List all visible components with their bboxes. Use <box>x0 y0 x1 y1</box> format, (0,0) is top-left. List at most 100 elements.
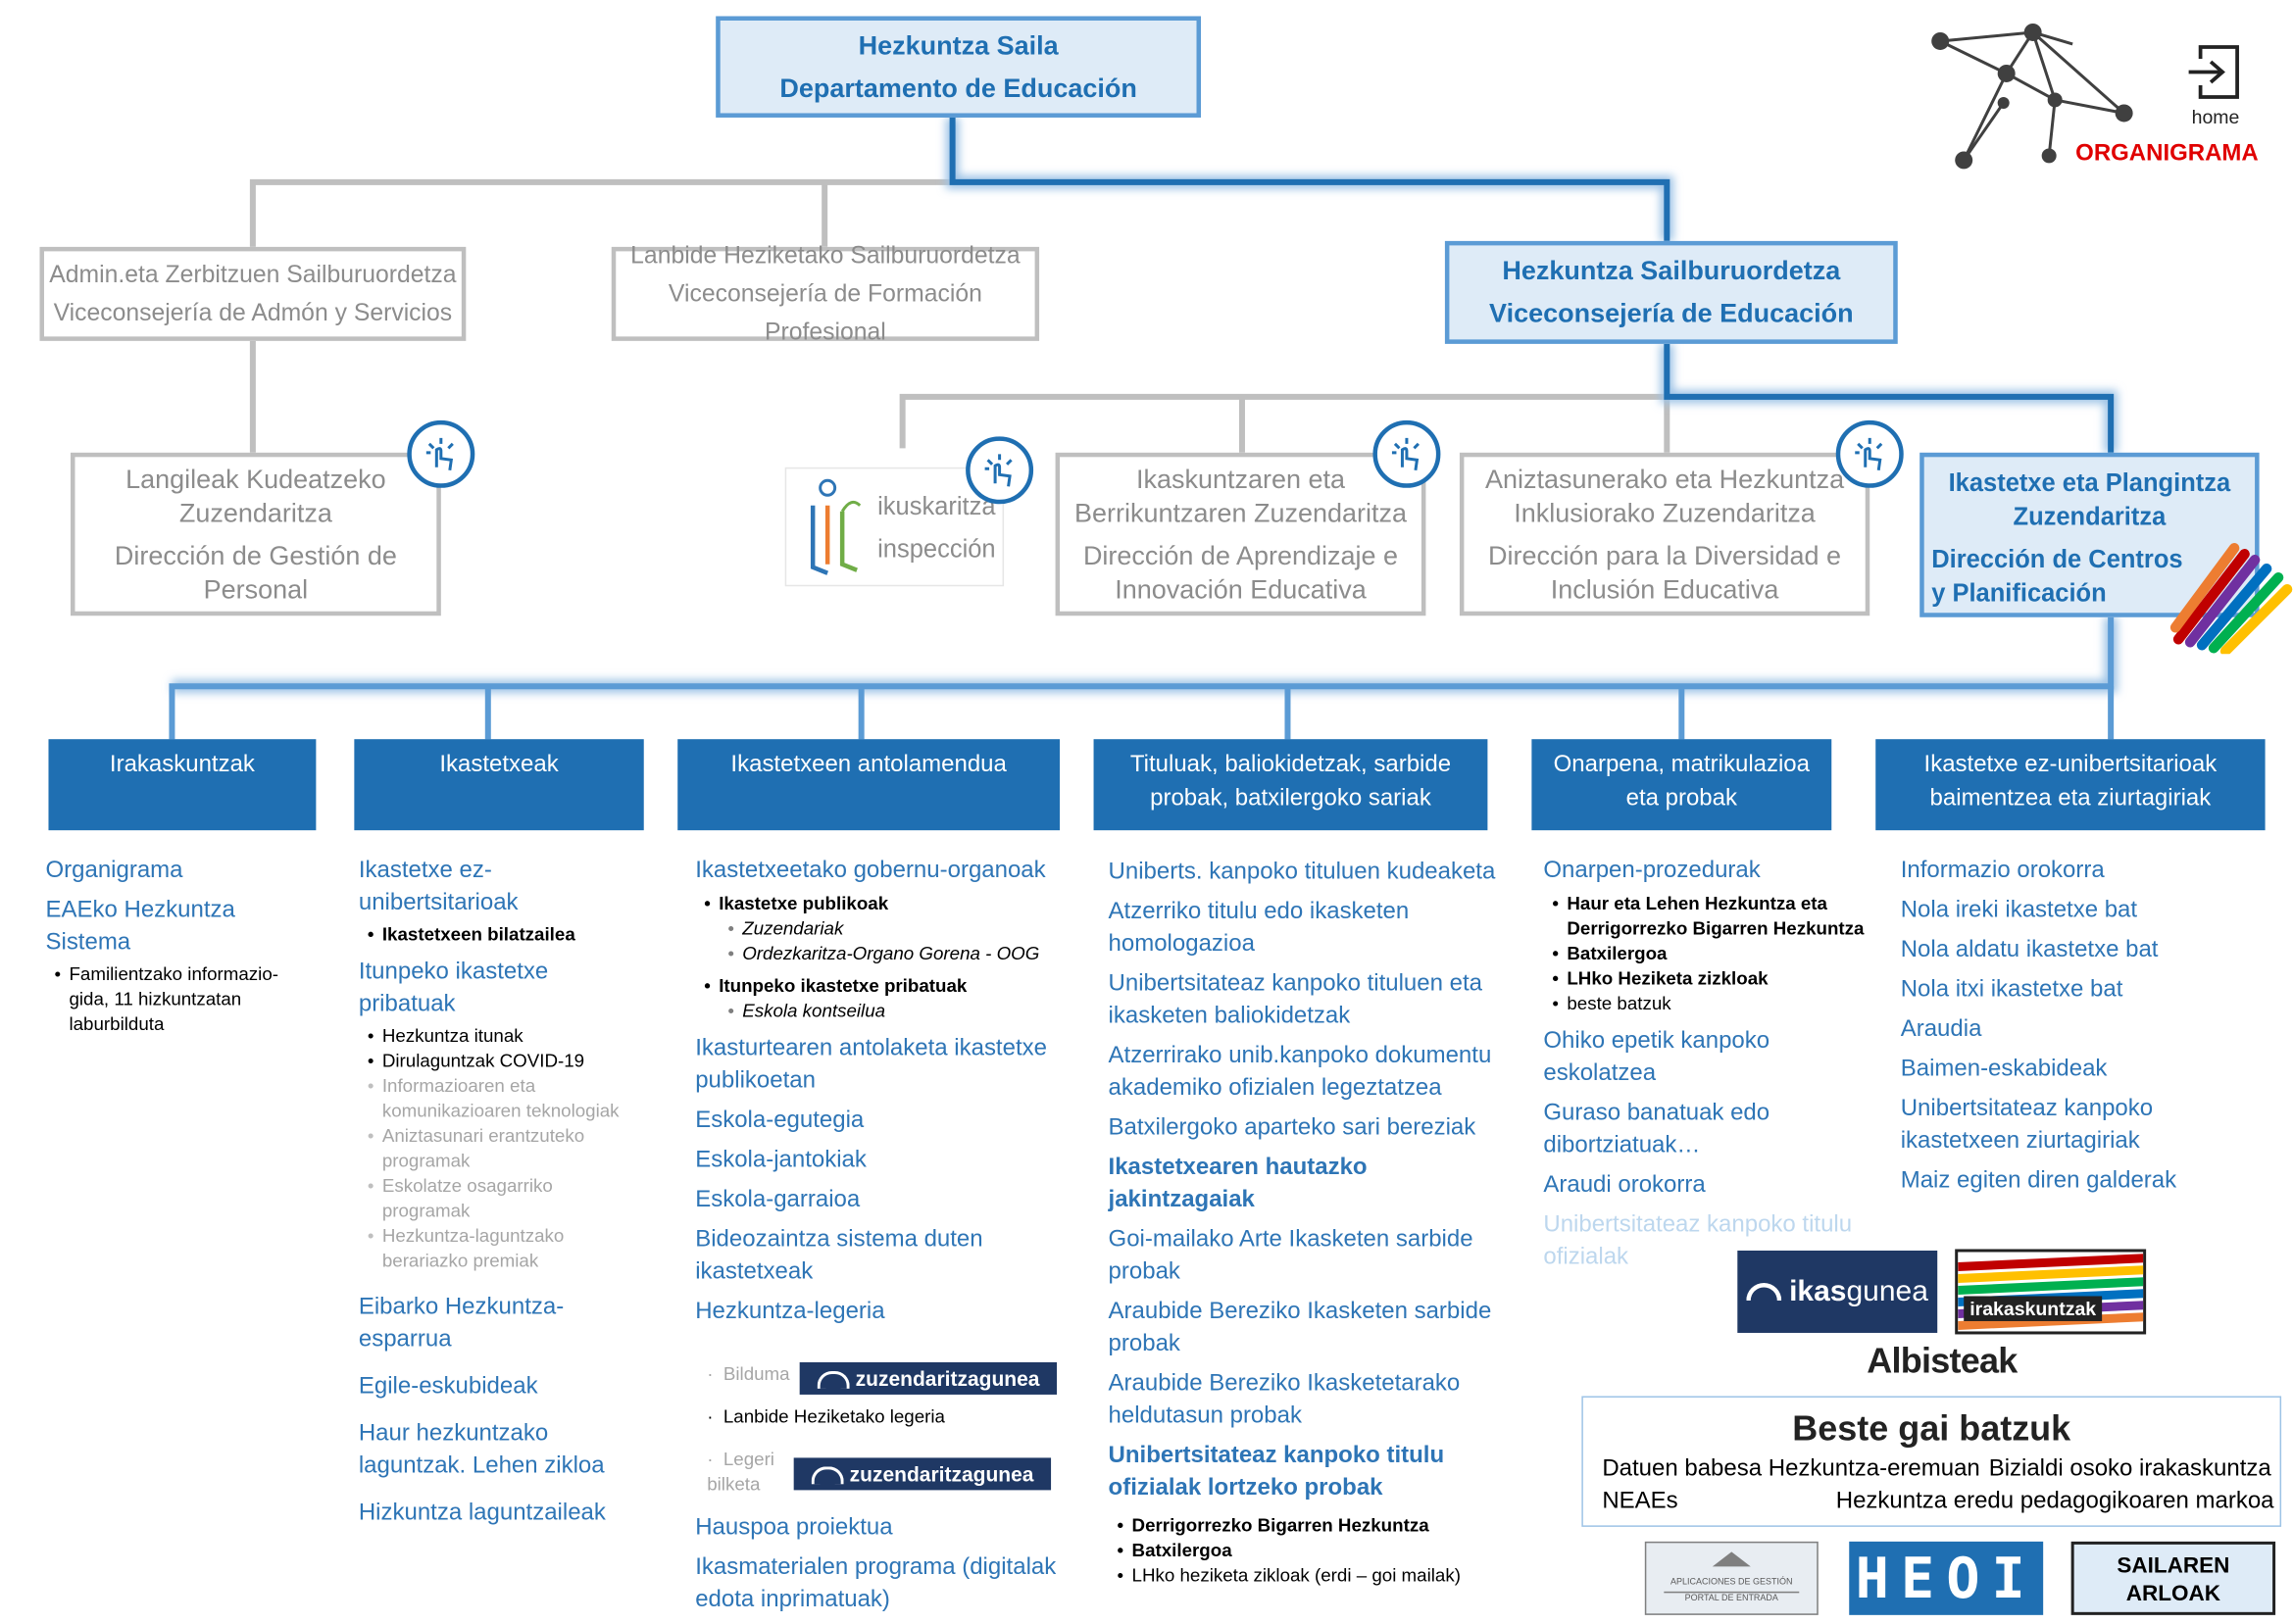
link-guraso-banatuak[interactable]: Guraso banatuak edo dibortziatuak… <box>1543 1101 1770 1158</box>
link-maiz-galderak[interactable]: Maiz egiten diren galderak <box>1900 1168 2177 1194</box>
link-homologazioa[interactable]: Atzerriko titulu edo ikasketen homologaz… <box>1108 899 1410 958</box>
link-hezkuntza-eredu[interactable]: Hezkuntza eredu pedagogikoaren markoa <box>1835 1488 2274 1514</box>
link-ikasmaterialen[interactable]: Ikasmaterialen programa (digitalak edota… <box>695 1554 1057 1612</box>
zuzendaritzagunea-logo[interactable]: zuzendaritzagunea <box>799 1361 1058 1395</box>
link-ohiko-epetik[interactable]: Ohiko epetik kanpoko eskolatzea <box>1543 1028 1770 1087</box>
link-onarpen-prozedurak[interactable]: Onarpen-prozedurak <box>1543 858 1761 884</box>
link-eibarko[interactable]: Eibarko Hezkuntza-esparrua <box>358 1294 565 1353</box>
direction-diversidad-box[interactable]: Aniztasunerako eta Hezkuntza Inklusiorak… <box>1459 452 1870 616</box>
link-hautazko-jakintzagaiak[interactable]: Ikastetxearen hautazko jakintzagaiak <box>1108 1155 1368 1213</box>
link-eskola-egutegia[interactable]: Eskola-egutegia <box>695 1107 865 1134</box>
list-item[interactable]: Dirulaguntzak COVID-19 <box>368 1050 638 1074</box>
link-nola-ireki[interactable]: Nola ireki ikastetxe bat <box>1900 898 2138 923</box>
link-araudia[interactable]: Araudia <box>1900 1016 1982 1043</box>
list-item[interactable]: · Bilduma <box>707 1363 790 1385</box>
list-item[interactable]: Itunpeko ikastetxe pribatuak <box>704 974 1063 999</box>
list-item[interactable]: LHko heziketa zikloak (erdi – goi mailak… <box>1118 1563 1498 1588</box>
list-item[interactable]: Ordezkaritza-Organo Gorena - OOG <box>719 942 1063 966</box>
category-irakaskuntzak[interactable]: Irakaskuntzak <box>48 739 317 831</box>
vice-education-box[interactable]: Hezkuntza Sailburuordetza Viceconsejería… <box>1444 240 1898 344</box>
link-ikasturtearen-antolaketa[interactable]: Ikasturtearen antolaketa ikastetxe publi… <box>695 1036 1047 1094</box>
list-item[interactable]: Haur eta Lehen Hezkuntza eta Derrigorrez… <box>1552 892 1867 942</box>
link-titulu-ofizialak[interactable]: Unibertsitateaz kanpoko titulu ofizialak <box>1543 1212 1853 1270</box>
inspeccion-basque: ikuskaritza <box>877 491 996 520</box>
home-label[interactable]: home <box>2191 105 2240 128</box>
link-informazio-orokorra[interactable]: Informazio orokorra <box>1900 858 2105 884</box>
link-baimen-eskabideak[interactable]: Baimen-eskabideak <box>1900 1057 2108 1082</box>
list-item[interactable]: Eskola kontseilua <box>719 1000 1063 1024</box>
link-bideozaintza[interactable]: Bideozaintza sistema duten ikastetxeak <box>695 1226 983 1285</box>
link-sari-bereziak[interactable]: Batxilergoko aparteko sari bereziak <box>1108 1115 1476 1141</box>
department-box[interactable]: Hezkuntza Saila Departamento de Educació… <box>716 16 1202 118</box>
list-item[interactable]: Derrigorrezko Bigarren Hezkuntza <box>1118 1513 1498 1538</box>
touch-icon[interactable] <box>1372 419 1441 488</box>
link-goi-mailako-arte[interactable]: Goi-mailako Arte Ikasketen sarbide proba… <box>1108 1226 1473 1285</box>
link-datuen-babesa[interactable]: Datuen babesa Hezkuntza-eremuan <box>1602 1455 1980 1482</box>
link-uniberts-kudeaketa[interactable]: Uniberts. kanpoko tituluen kudeaketa <box>1108 860 1496 885</box>
link-hauspoa[interactable]: Hauspoa proiektua <box>695 1514 893 1541</box>
link-itunpeko[interactable]: Itunpeko ikastetxe pribatuak <box>358 960 549 1017</box>
link-nola-aldatu[interactable]: Nola aldatu ikastetxe bat <box>1900 937 2159 963</box>
list-item[interactable]: Ikastetxeen bilatzailea <box>368 923 638 948</box>
link-legeztatzea[interactable]: Atzerrirako unib.kanpoko dokumentu akade… <box>1108 1043 1492 1102</box>
link-eaeko-sistema[interactable]: EAEko Hezkuntza Sistema <box>45 898 235 956</box>
link-egile-eskubideak[interactable]: Egile-eskubideak <box>358 1373 538 1400</box>
link-araubide-sarbide[interactable]: Araubide Bereziko Ikasketen sarbide prob… <box>1108 1299 1492 1356</box>
list-item[interactable]: Batxilergoa <box>1118 1539 1498 1563</box>
link-organigrama[interactable]: Organigrama <box>45 858 183 884</box>
link-araubide-heldutasun[interactable]: Araubide Bereziko Ikasketetarako helduta… <box>1108 1370 1461 1429</box>
list-item[interactable]: Familientzako informazio-gida, 11 hizkun… <box>54 962 295 1037</box>
direction-aprendizaje-l2: Berrikuntzaren Zuzendaritza <box>1073 497 1407 527</box>
list-item[interactable]: Zuzendariak <box>719 917 1063 942</box>
list-item[interactable]: Aniztasunari erantzuteko programak <box>368 1124 638 1174</box>
sailaren-arloak-button[interactable]: SAILAREN ARLOAK <box>2070 1541 2276 1615</box>
link-haur-laguntzak[interactable]: Haur hezkuntzako laguntzak. Lehen zikloa <box>358 1420 605 1479</box>
direction-centros-box[interactable]: Ikastetxe eta Plangintza Zuzendaritza Di… <box>1919 452 2293 655</box>
link-bizialdi-osoko[interactable]: Bizialdi osoko irakaskuntza <box>1988 1455 2271 1482</box>
list-item[interactable]: Hezkuntza itunak <box>368 1024 638 1049</box>
link-nola-itxi[interactable]: Nola itxi ikastetxe bat <box>1900 977 2123 1003</box>
link-eskola-jantokiak[interactable]: Eskola-jantokiak <box>695 1148 867 1173</box>
list-item[interactable]: Informazioaren eta komunikazioaren tekno… <box>368 1074 638 1124</box>
link-titulu-ofizialak-probak[interactable]: Unibertsitateaz kanpoko titulu ofizialak… <box>1108 1443 1445 1501</box>
list-item[interactable]: · Legeri bilketa <box>707 1449 774 1495</box>
link-baliokidetzak[interactable]: Unibertsitateaz kanpoko tituluen eta ika… <box>1108 971 1482 1029</box>
link-ikastetxe-ez-unib[interactable]: Ikastetxe ez-unibertsitarioak <box>358 858 519 916</box>
zuzendaritzagunea-logo[interactable]: zuzendaritzagunea <box>793 1457 1052 1491</box>
list-item[interactable]: beste batzuk <box>1552 992 1867 1016</box>
vice-admin-box[interactable]: Admin.eta Zerbitzuen Sailburuordetza Vic… <box>39 246 467 341</box>
list-item[interactable]: Ikastetxe publikoak <box>704 892 1063 916</box>
vice-fp-box[interactable]: Lanbide Heziketako Sailburuordetza Vicec… <box>611 242 1040 345</box>
direction-personal-box[interactable]: Langileak Kudeatzeko Zuzendaritza Direcc… <box>70 452 441 616</box>
touch-icon[interactable] <box>407 419 475 488</box>
link-hizkuntza-laguntzaileak[interactable]: Hizkuntza laguntzaileak <box>358 1500 606 1526</box>
link-gobernu-organoak[interactable]: Ikastetxeetako gobernu-organoak <box>695 858 1046 884</box>
sailaren-text: SAILAREN <box>2117 1552 2230 1579</box>
inspeccion-box[interactable]: ikuskaritza inspección <box>784 467 1005 587</box>
link-araudi-orokorra[interactable]: Araudi orokorra <box>1543 1172 1706 1199</box>
list-item[interactable]: Hezkuntza-laguntzako berariazko premiak <box>368 1224 638 1274</box>
list-item[interactable]: Eskolatze osagarriko programak <box>368 1174 638 1224</box>
link-ziurtagiriak[interactable]: Unibertsitateaz kanpoko ikastetxeen ziur… <box>1900 1096 2154 1155</box>
heoi-logo[interactable]: HEOI <box>1849 1541 2044 1615</box>
touch-icon[interactable] <box>1835 419 1904 488</box>
category-ikastetxeak[interactable]: Ikastetxeak <box>354 739 644 831</box>
list-item[interactable]: Batxilergoa <box>1552 942 1867 966</box>
direction-diversidad-l1: Aniztasunerako eta Hezkuntza <box>1485 464 1845 494</box>
category-antolamendua[interactable]: Ikastetxeen antolamendua <box>677 739 1061 831</box>
list-item[interactable]: · Lanbide Heziketako legeria <box>707 1405 945 1427</box>
touch-icon[interactable] <box>966 436 1034 505</box>
direction-aprendizaje-box[interactable]: Ikaskuntzaren eta Berrikuntzaren Zuzenda… <box>1055 452 1426 616</box>
irakaskuntzak-logo[interactable]: irakaskuntzak <box>1955 1249 2147 1335</box>
link-neaes[interactable]: NEAEs <box>1602 1488 1678 1514</box>
link-hezkuntza-legeria[interactable]: Hezkuntza-legeria <box>695 1299 885 1324</box>
list-item[interactable]: LHko Heziketa zizkloak <box>1552 967 1867 992</box>
link-eskola-garraioa[interactable]: Eskola-garraioa <box>695 1187 861 1213</box>
albisteak-link[interactable]: Albisteak <box>1867 1341 2018 1382</box>
portal-entrada-logo[interactable]: APLICACIONES DE GESTIÓN PORTAL DE ENTRAD… <box>1644 1541 1819 1615</box>
